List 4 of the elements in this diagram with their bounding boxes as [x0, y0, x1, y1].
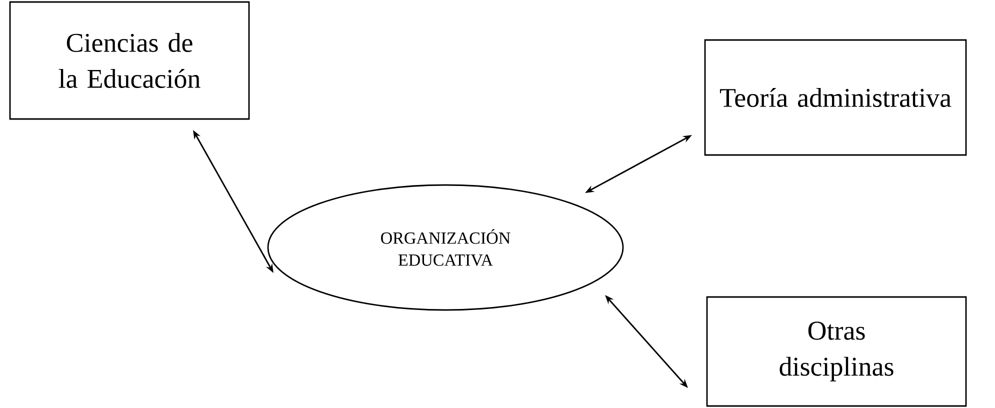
ellipse-node: ORGANIZACIÓN EDUCATIVA: [267, 184, 624, 311]
text-box: Otras disciplinas: [706, 296, 967, 407]
text-box: Teoría administrativa: [704, 39, 967, 156]
text-box: Ciencias de la Educación: [9, 1, 250, 120]
